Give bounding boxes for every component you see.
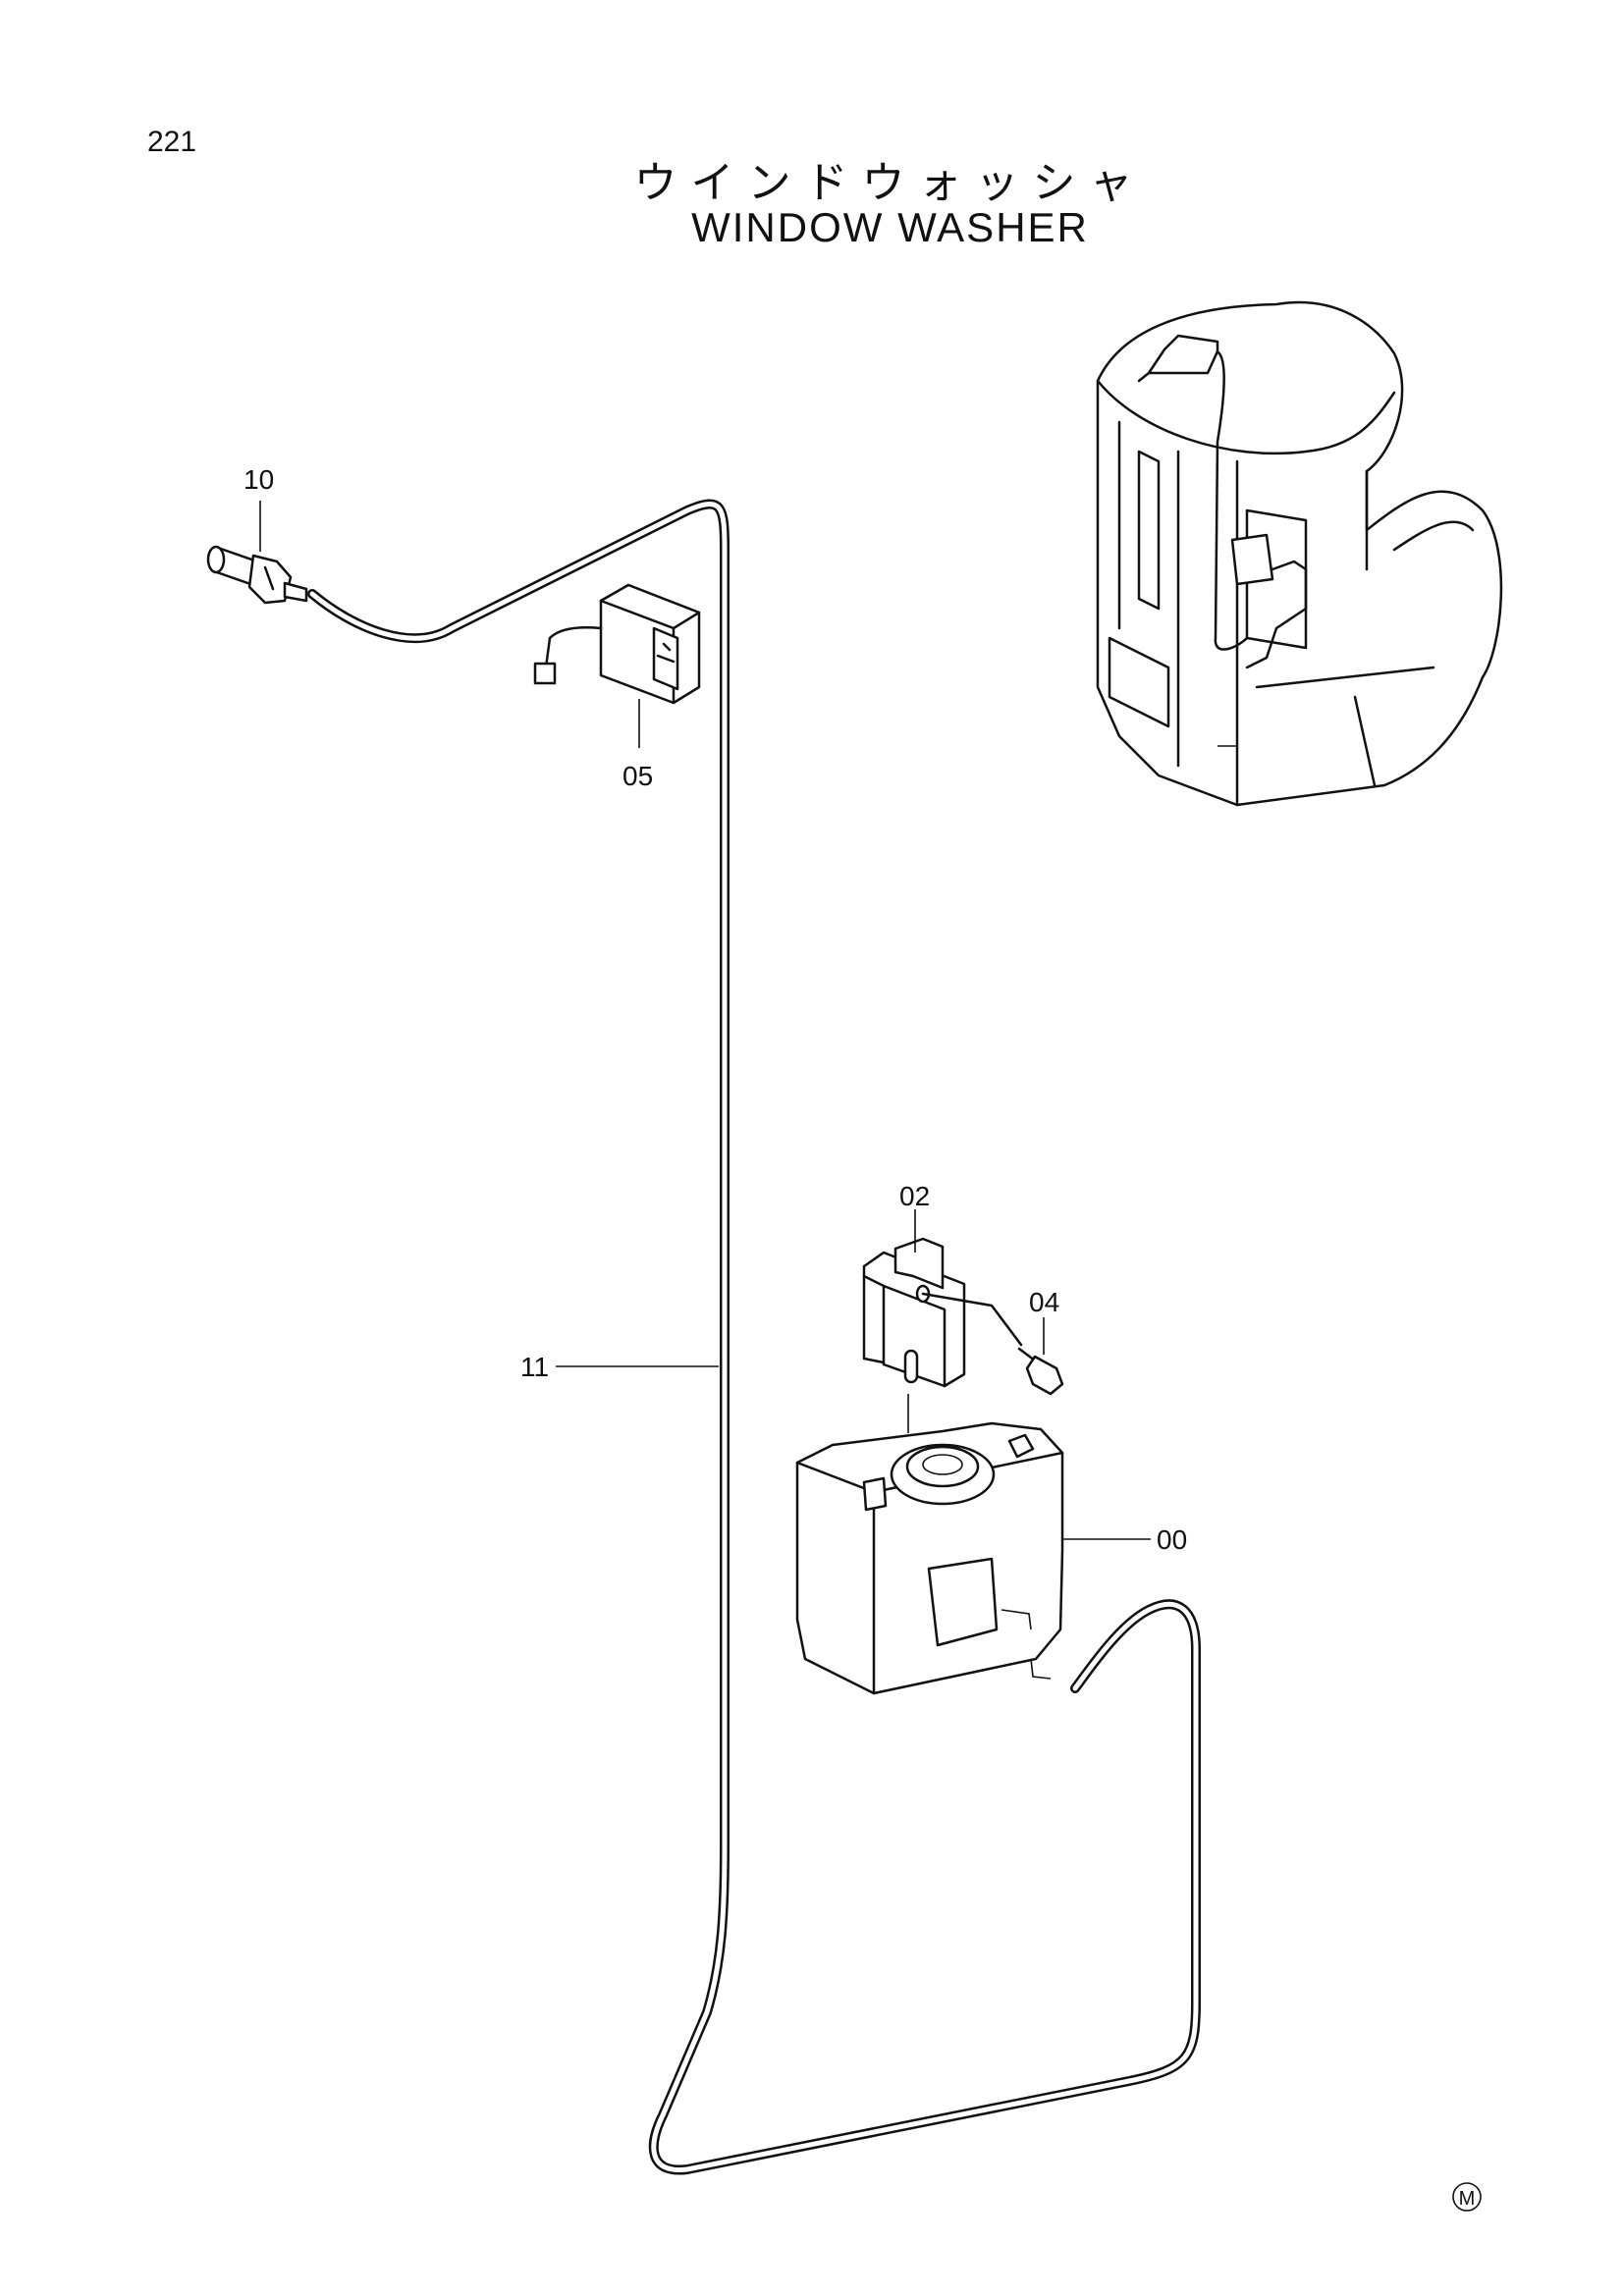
title-english: WINDOW WASHER bbox=[691, 204, 1089, 250]
callout-10: 10 bbox=[243, 464, 274, 495]
tank-icon bbox=[795, 1421, 1064, 1695]
switch-icon bbox=[533, 583, 701, 705]
callout-04: 04 bbox=[1029, 1287, 1059, 1317]
svg-text:M: M bbox=[1459, 2188, 1476, 2210]
callout-leaders bbox=[259, 501, 1151, 1540]
callout-00: 00 bbox=[1157, 1524, 1187, 1555]
m-mark: M bbox=[1452, 2182, 1482, 2212]
callout-02: 02 bbox=[899, 1181, 930, 1211]
nozzle-icon bbox=[206, 545, 308, 605]
page-number: 221 bbox=[147, 126, 197, 158]
cab-icon bbox=[1096, 300, 1503, 807]
callout-05: 05 bbox=[622, 761, 653, 791]
bolt-icon bbox=[921, 1292, 1064, 1396]
bracket-icon bbox=[862, 1237, 966, 1433]
callout-11: 11 bbox=[520, 1352, 549, 1382]
washer-hose bbox=[307, 499, 1201, 2175]
title-japanese: ウインドウォッシャ bbox=[633, 158, 1147, 208]
